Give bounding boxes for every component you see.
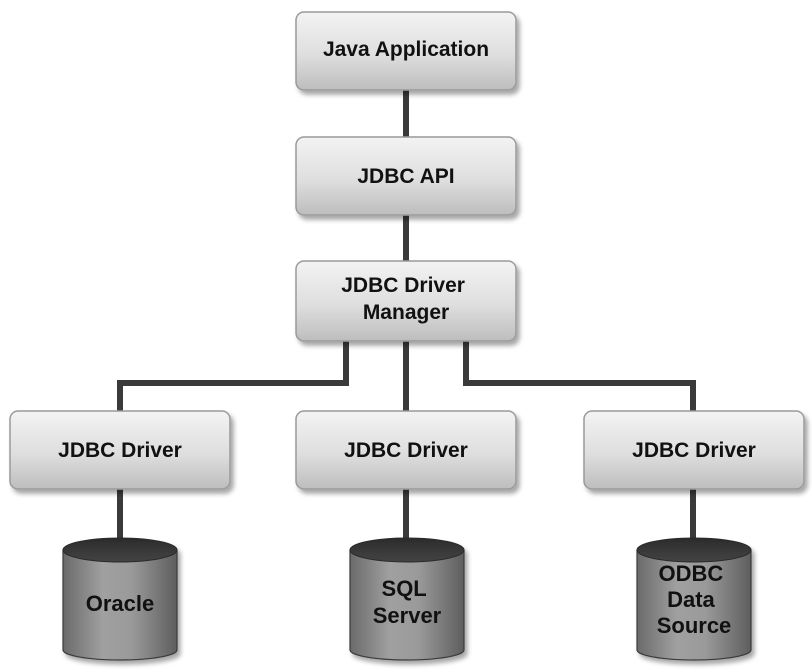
connector-manager-to-driver-oracle <box>117 340 349 412</box>
java-application-label: Java Application <box>323 38 489 61</box>
driver-manager-label-line-1: JDBC Driver <box>341 274 465 297</box>
database-label-oracle: Oracle <box>86 591 155 616</box>
driver-manager-box: JDBC Driver Manager <box>295 260 517 342</box>
database-label-sql-line-1: SQL <box>382 576 427 601</box>
database-label-sql-server: SQL Server <box>373 576 442 628</box>
driver-box-oracle: JDBC Driver <box>9 410 231 490</box>
java-application-box: Java Application <box>295 11 517 91</box>
driver-label-sql-server: JDBC Driver <box>344 439 468 462</box>
database-odbc-data-source <box>636 537 752 661</box>
driver-box-sql-server: JDBC Driver <box>295 410 517 490</box>
connector-manager-to-driver-odbc <box>463 340 696 412</box>
jdbc-api-box: JDBC API <box>295 136 517 216</box>
driver-label-oracle: JDBC Driver <box>58 439 182 462</box>
database-oracle <box>62 537 178 661</box>
database-label-odbc-line-3: Source <box>657 613 732 638</box>
database-label-sql-line-2: Server <box>373 603 442 628</box>
jdbc-api-label: JDBC API <box>357 165 454 188</box>
database-label-odbc: ODBC Data Source <box>657 561 732 638</box>
database-label-oracle-line-1: Oracle <box>86 591 155 616</box>
connectors <box>117 90 696 548</box>
database-label-odbc-line-2: Data <box>667 587 715 612</box>
driver-manager-label-line-2: Manager <box>363 301 449 324</box>
database-sql-server <box>349 537 465 661</box>
driver-box-odbc: JDBC Driver <box>583 410 805 490</box>
database-label-odbc-line-1: ODBC <box>659 561 724 586</box>
driver-label-odbc: JDBC Driver <box>632 439 756 462</box>
driver-manager-label: JDBC Driver Manager <box>341 274 471 324</box>
